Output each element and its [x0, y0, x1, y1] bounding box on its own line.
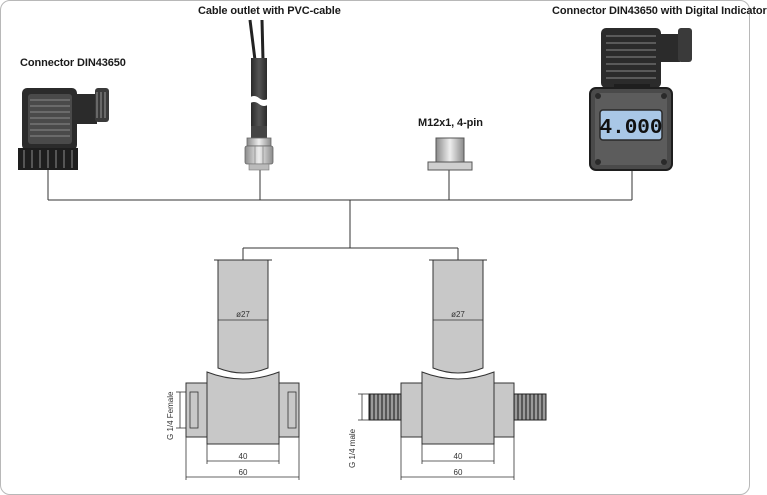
- width-inner-male: 40: [454, 452, 463, 461]
- din-connector-icon: [18, 88, 109, 170]
- lcd-reading: 4.000: [599, 117, 662, 140]
- thread-label-male: G 1/4 male: [348, 428, 357, 468]
- connection-lines: [47, 170, 633, 260]
- label-m12-connector: M12x1, 4-pin: [418, 117, 483, 129]
- label-din-digital-indicator: Connector DIN43650 with Digital Indicato…: [552, 5, 767, 17]
- thread-label-female: G 1/4 Female: [166, 391, 175, 440]
- drawing-canvas: 4.000 ø27 40 60 G 1/4 Female ø27: [18, 19, 692, 480]
- sensor-male-drawing: ø27 40 60 G 1/4 male: [348, 259, 547, 480]
- digital-indicator-icon: 4.000: [589, 28, 692, 171]
- diameter-label-female: ø27: [236, 310, 250, 319]
- lcd-screen: [599, 109, 663, 141]
- label-din-connector: Connector DIN43650: [20, 57, 126, 69]
- width-outer-female: 60: [239, 468, 248, 477]
- label-cable-outlet: Cable outlet with PVC-cable: [198, 5, 341, 17]
- width-inner-female: 40: [239, 452, 248, 461]
- cable-outlet-icon: [244, 19, 274, 171]
- width-outer-male: 60: [454, 468, 463, 477]
- diameter-label-male: ø27: [451, 310, 465, 319]
- m12-connector-icon: [427, 137, 473, 171]
- sensor-female-drawing: ø27 40 60 G 1/4 Female: [166, 259, 300, 480]
